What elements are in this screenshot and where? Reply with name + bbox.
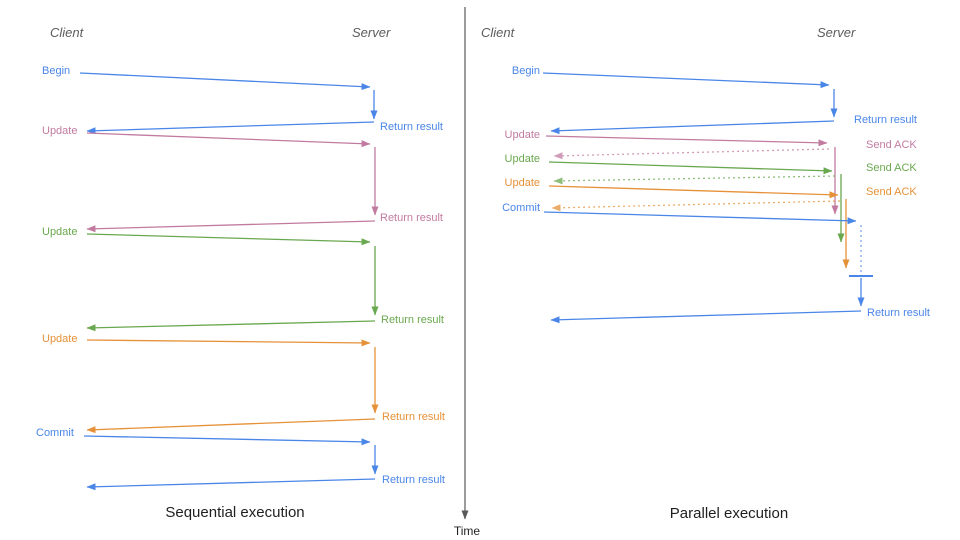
seq-update1-label: Update <box>42 125 78 137</box>
par-ack1-label: Send ACK <box>866 139 917 151</box>
seq-return1-label: Return result <box>380 121 443 133</box>
sequential-diagram-arrows <box>79 72 379 491</box>
par-server-header: Server <box>817 25 856 40</box>
parallel-diagram-arrows <box>542 72 873 324</box>
seq-client-header: Client <box>50 25 84 40</box>
time-axis-label: Time <box>453 524 481 538</box>
par-update2-request-arrow <box>548 161 833 175</box>
par-return2-label: Return result <box>867 307 930 319</box>
seq-begin-label: Begin <box>42 65 71 77</box>
par-begin-label: Begin <box>511 65 540 77</box>
seq-update3-request-arrow <box>86 339 371 347</box>
par-update1-request-arrow <box>545 135 828 147</box>
par-update3-request-arrow <box>548 185 839 199</box>
par-commit-label: Commit <box>502 202 540 214</box>
seq-update3-return-arrow <box>86 418 376 434</box>
seq-return2-label: Return result <box>380 212 443 224</box>
par-return1-label: Return result <box>854 114 917 126</box>
par-ack2-label: Send ACK <box>866 162 917 174</box>
seq-update2-label: Update <box>42 226 78 238</box>
par-ack3-label: Send ACK <box>866 186 917 198</box>
par-update1-label: Update <box>504 129 540 141</box>
sequential-caption: Sequential execution <box>165 504 305 521</box>
par-update1-ack-dotted-arrow <box>553 148 830 160</box>
par-update3-ack-dotted-arrow <box>551 200 841 212</box>
parallel-caption: Parallel execution <box>669 505 789 522</box>
seq-update2-request-arrow <box>86 233 371 246</box>
par-begin-request-arrow <box>542 72 830 89</box>
seq-return4-label: Return result <box>382 411 445 423</box>
seq-update1-return-arrow <box>86 220 376 233</box>
par-update2-ack-dotted-arrow <box>553 175 836 185</box>
seq-begin-return-arrow <box>86 121 375 135</box>
par-update2-label: Update <box>504 153 540 165</box>
par-update3-label: Update <box>504 177 540 189</box>
par-client-header: Client <box>481 25 515 40</box>
par-commit-return-arrow <box>550 310 862 324</box>
seq-server-header: Server <box>352 25 391 40</box>
seq-return5-label: Return result <box>382 474 445 486</box>
par-begin-return-arrow <box>550 120 835 135</box>
seq-commit-return-arrow <box>86 478 376 491</box>
seq-update3-label: Update <box>42 333 78 345</box>
par-commit-request-arrow <box>543 211 857 225</box>
seq-begin-request-arrow <box>79 72 371 91</box>
seq-return3-label: Return result <box>381 314 444 326</box>
seq-update1-request-arrow <box>86 132 371 148</box>
seq-commit-request-arrow <box>83 435 371 446</box>
seq-commit-label: Commit <box>36 427 74 439</box>
seq-update2-return-arrow <box>86 320 376 332</box>
